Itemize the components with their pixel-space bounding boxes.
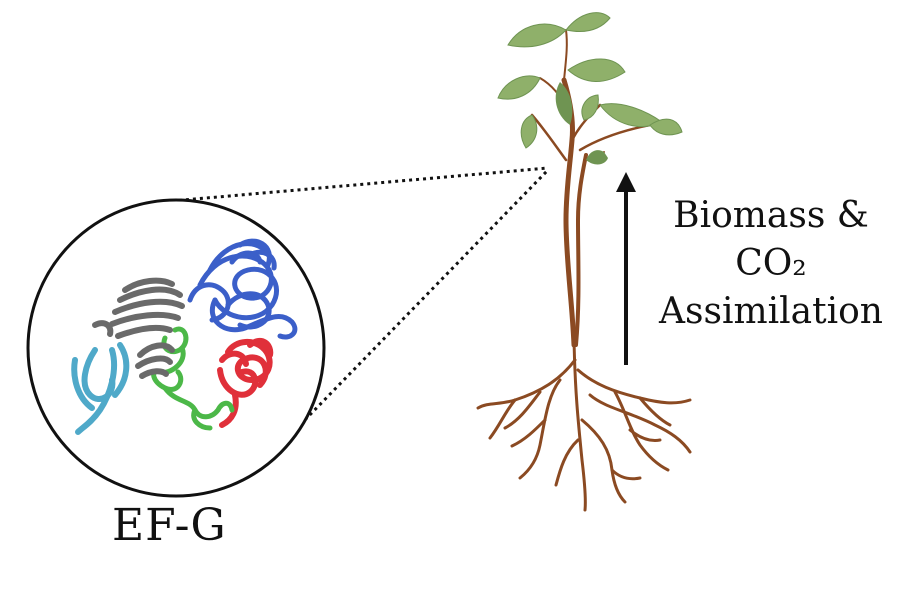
annotation-line-1: Biomass & (673, 195, 869, 236)
zoom-line-bottom (298, 168, 550, 427)
annotation-line-2: CO₂ (735, 243, 807, 284)
leaf (497, 75, 541, 100)
zoom-line-top (171, 166, 549, 203)
protein-domain-cyan (71, 342, 130, 435)
leaf (649, 118, 683, 136)
plant-roots (476, 338, 692, 512)
protein-domain-gray (92, 277, 185, 379)
annotation-line-3: Assimilation (659, 291, 883, 332)
inset-circle (26, 198, 326, 498)
leaf (567, 58, 626, 82)
leaf (565, 12, 611, 32)
zoom-lines (171, 166, 550, 427)
arrow-head (616, 172, 636, 192)
protein-inset (26, 198, 326, 498)
leaf (520, 114, 538, 149)
plant-leaves (497, 12, 683, 165)
leaf (555, 82, 573, 125)
increase-arrow (616, 172, 636, 365)
leaf (586, 150, 608, 165)
annotation-text: Biomass & CO₂ Assimilation (642, 192, 900, 336)
leaf (507, 23, 567, 48)
protein-label: EF-G (112, 500, 227, 551)
leaf (581, 94, 599, 121)
plant-illustration (476, 12, 692, 512)
protein-domain-blue (187, 238, 298, 340)
protein-domain-red (217, 337, 274, 428)
